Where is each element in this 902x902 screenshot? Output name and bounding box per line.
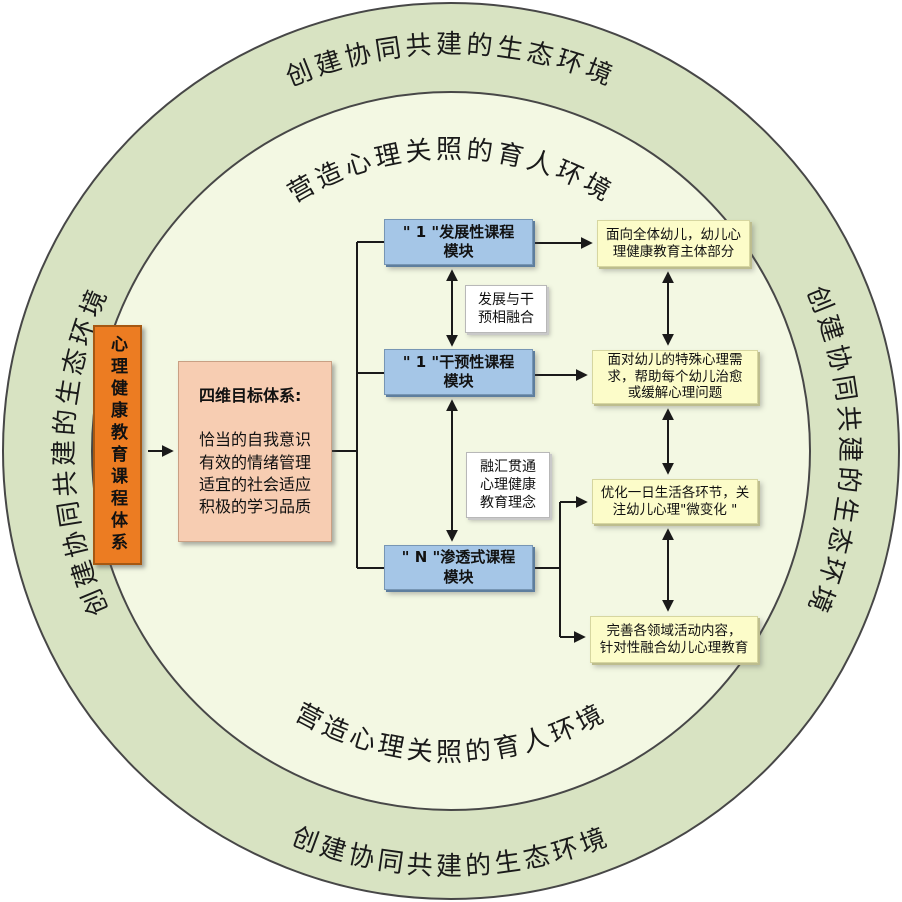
node-module-interventional: " 1 "干预性课程 模块 — [384, 349, 533, 395]
node-course-system-label: 心理健康教育课程体系 — [107, 335, 127, 555]
node-outcome-daily-life: 优化一日生活各环节，关 注幼儿心理"微变化 " — [592, 479, 758, 524]
node-bridge-development-intervention: 发展与干 预相融合 — [465, 285, 547, 333]
connectors — [148, 237, 674, 643]
four-goals-body: 恰当的自我意识 有效的情绪管理 适宜的社会适应 积极的学习品质 — [198, 430, 311, 516]
node-module-permeating: " N "渗透式课程 模块 — [384, 545, 533, 590]
node-course-system: 心理健康教育课程体系 — [93, 325, 142, 565]
node-outcome-domain-activities: 完善各领域活动内容， 针对性融合幼儿心理教育 — [590, 616, 758, 663]
node-module-developmental: " 1 "发展性课程 模块 — [384, 219, 533, 265]
node-outcome-special-needs: 面对幼儿的特殊心理需 求，帮助每个幼儿治愈 或缓解心理问题 — [592, 350, 758, 404]
four-goals-title: 四维目标体系: — [198, 386, 302, 406]
node-four-goals: 四维目标体系: 恰当的自我意识 有效的情绪管理 适宜的社会适应 积极的学习品质 — [178, 361, 332, 542]
node-outcome-all-children: 面向全体幼儿，幼儿心 理健康教育主体部分 — [597, 220, 750, 267]
node-bridge-education-concept: 融汇贯通 心理健康 教育理念 — [466, 452, 550, 518]
